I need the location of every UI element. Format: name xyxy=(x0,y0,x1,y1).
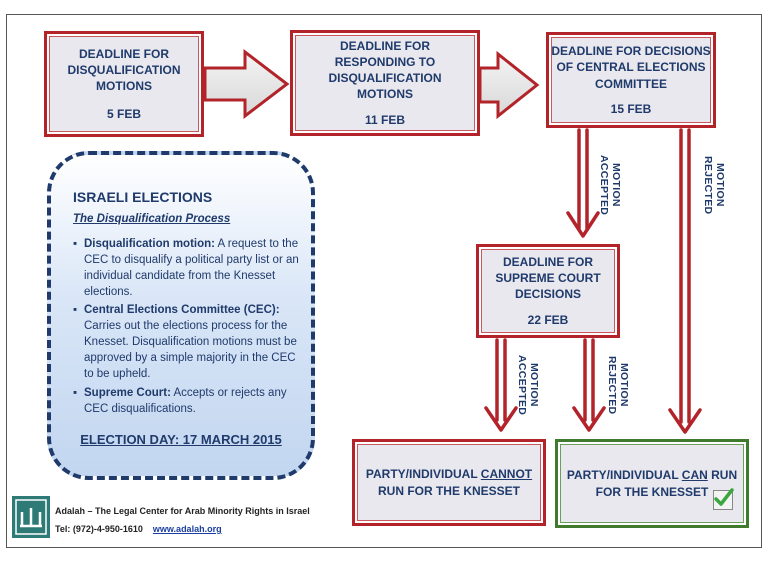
info-item: Central Elections Committee (CEC): Carri… xyxy=(73,303,301,382)
info-subtitle: The Disqualification Process xyxy=(73,213,231,225)
box-date: 5 FEB xyxy=(106,107,141,122)
box-title: DEADLINE FOR SUPREME COURT DECISIONS xyxy=(495,254,601,301)
phone: Tel: (972)-4-950-1610 xyxy=(55,524,143,534)
election-day: ELECTION DAY: 17 MARCH 2015 xyxy=(80,432,282,447)
arrow-cec-rejected xyxy=(668,128,702,434)
label-sc-accepted: MOTION ACCEPTED xyxy=(516,354,541,416)
contact-line: Tel: (972)-4-950-1610 www.adalah.org xyxy=(55,524,222,534)
info-item: Disqualification motion: A request to th… xyxy=(73,237,301,300)
label-sc-rejected: MOTION REJECTED xyxy=(606,355,631,415)
diagram-frame xyxy=(6,14,762,548)
arrow-sc-accepted xyxy=(484,338,518,432)
can-run-box: PARTY/INDIVIDUAL CAN RUN FOR THE KNESSET xyxy=(555,439,749,528)
deadline-cec-decisions-box: DEADLINE FOR DECISIONS OF CENTRAL ELECTI… xyxy=(546,32,716,128)
block-arrow-1 xyxy=(203,48,290,120)
label-cec-rejected: MOTION REJECTED xyxy=(702,155,727,215)
can-run-line2: FOR THE KNESSET xyxy=(595,484,709,499)
box-title: DEADLINE FOR RESPONDING TO DISQUALIFICAT… xyxy=(328,38,442,102)
deadline-disqualification-motions-box: DEADLINE FOR DISQUALIFICATION MOTIONS 5 … xyxy=(44,31,204,137)
cannot-run-line2: RUN FOR THE KNESSET xyxy=(377,483,520,498)
adalah-logo xyxy=(12,496,50,538)
can-run-line1: PARTY/INDIVIDUAL CAN RUN xyxy=(566,468,738,483)
box-date: 15 FEB xyxy=(610,101,652,116)
info-panel: ISRAELI ELECTIONS The Disqualification P… xyxy=(47,151,315,480)
org-name: Adalah – The Legal Center for Arab Minor… xyxy=(55,506,310,516)
arrow-sc-rejected xyxy=(572,338,606,432)
block-arrow-2 xyxy=(478,50,540,120)
box-title: DEADLINE FOR DECISIONS OF CENTRAL ELECTI… xyxy=(551,44,711,91)
checkmark-icon xyxy=(713,488,734,510)
cannot-run-box: PARTY/INDIVIDUAL CANNOT RUN FOR THE KNES… xyxy=(352,439,546,526)
deadline-supreme-court-box: DEADLINE FOR SUPREME COURT DECISIONS 22 … xyxy=(476,244,620,338)
info-title: ISRAELI ELECTIONS xyxy=(73,189,213,205)
arrow-cec-accepted xyxy=(566,128,600,238)
deadline-responding-box: DEADLINE FOR RESPONDING TO DISQUALIFICAT… xyxy=(290,30,480,136)
info-list: Disqualification motion: A request to th… xyxy=(73,237,301,420)
box-title: DEADLINE FOR DISQUALIFICATION MOTIONS xyxy=(67,46,181,93)
box-date: 11 FEB xyxy=(364,113,406,128)
website-link[interactable]: www.adalah.org xyxy=(152,524,222,534)
info-item: Supreme Court: Accepts or rejects any CE… xyxy=(73,386,301,418)
label-cec-accepted: MOTION ACCEPTED xyxy=(598,154,623,216)
cannot-run-line1: PARTY/INDIVIDUAL CANNOT xyxy=(365,467,533,482)
box-date: 22 FEB xyxy=(527,313,569,328)
